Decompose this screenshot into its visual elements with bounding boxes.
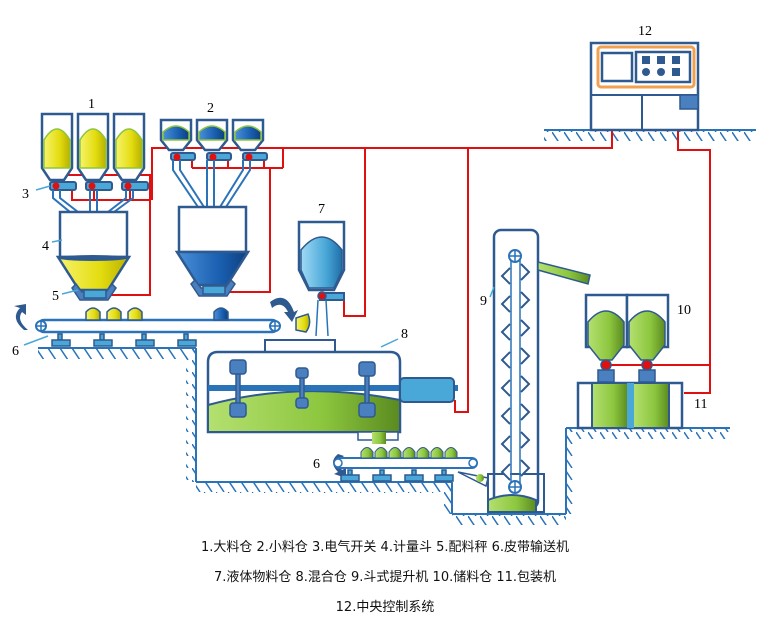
elevator-bucket (500, 463, 511, 481)
label-4: 4 (42, 239, 49, 254)
big-bin-1 (40, 112, 74, 182)
small-bins (159, 118, 268, 208)
label-2: 2 (207, 101, 214, 116)
label-11: 11 (694, 397, 707, 412)
electric-switches-big (49, 181, 149, 191)
elevator-bucket (500, 323, 511, 341)
elevator-bucket (520, 375, 531, 393)
belt-conveyor-upper (14, 297, 311, 347)
label-5: 5 (52, 289, 59, 304)
elevator-bucket (520, 403, 531, 421)
big-bin-2 (76, 112, 110, 182)
elevator-bucket (520, 263, 531, 281)
elevator-bucket (500, 407, 511, 425)
elevator-bucket (520, 291, 531, 309)
elevator-bucket (520, 319, 531, 337)
leader-lines (23, 185, 79, 346)
bucket-elevator (487, 228, 591, 513)
elevator-bucket (520, 459, 531, 477)
elevator-bucket (520, 431, 531, 449)
weigh-hopper-1 (55, 210, 132, 301)
label-6-lower: 6 (313, 457, 320, 472)
elevator-bucket (500, 267, 511, 285)
label-12: 12 (638, 24, 652, 39)
big-bin-3 (112, 112, 146, 182)
liquid-bin (297, 220, 346, 337)
electric-switches-small (170, 152, 268, 161)
elevator-bucket (500, 435, 511, 453)
mixer (206, 338, 458, 444)
storage-bins (584, 293, 670, 371)
elevator-bucket (500, 295, 511, 313)
elevator-bucket (500, 351, 511, 369)
legend-line-2: 7.液体物料仓 8.混合仓 9.斗式提升机 10.储料仓 11.包装机 (213, 570, 557, 585)
big-bins (40, 112, 149, 213)
packing-machine (576, 369, 684, 430)
weigh-hopper-2 (174, 205, 251, 297)
small-bin-2 (195, 118, 229, 152)
label-6-upper: 6 (12, 344, 19, 359)
legend-line-1: 1.大料仓 2.小料仓 3.电气开关 4.计量斗 5.配料秤 6.皮带输送机 (200, 540, 570, 555)
label-3: 3 (22, 187, 29, 202)
label-1: 1 (88, 97, 95, 112)
label-7: 7 (318, 202, 325, 217)
elevator-bucket (520, 347, 531, 365)
belt-conveyor-lower (333, 447, 489, 488)
label-8: 8 (401, 327, 408, 342)
label-9: 9 (480, 294, 487, 309)
legend-line-3: 12.中央控制系统 (335, 600, 435, 615)
central-control-system (589, 41, 700, 132)
elevator-bucket (500, 379, 511, 397)
ground (38, 129, 756, 525)
process-diagram: 1 2 3 4 5 6 7 8 9 10 11 12 6 (12, 24, 756, 525)
small-bin-1 (159, 118, 193, 152)
label-10: 10 (677, 303, 691, 318)
small-bin-3 (231, 118, 265, 152)
